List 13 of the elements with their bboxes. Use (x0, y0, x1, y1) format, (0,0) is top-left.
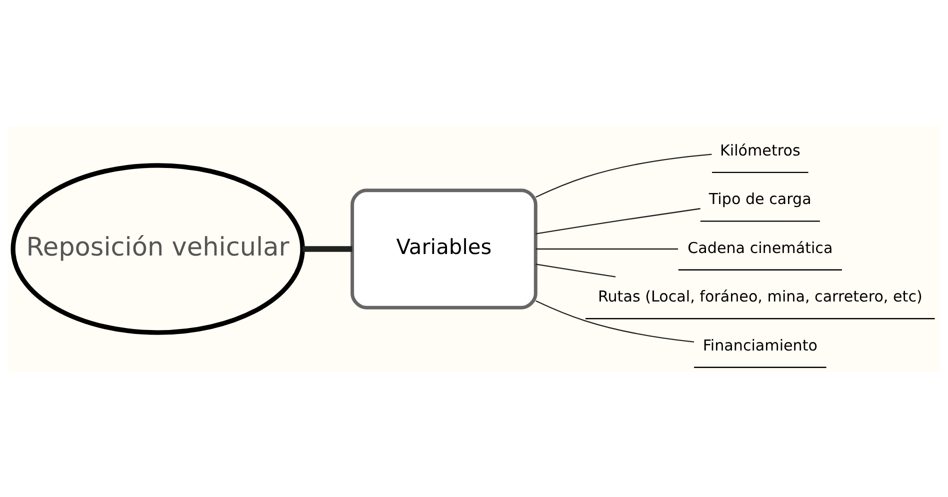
connector (536, 248, 678, 250)
node-box: Variables (350, 188, 538, 309)
connector (536, 153, 712, 198)
connector (536, 208, 700, 234)
node-ellipse: Reposición vehicular (10, 162, 305, 334)
connector (302, 246, 352, 252)
node-text: Kilómetros (720, 140, 800, 159)
node-text: Cadena cinemática (688, 238, 833, 256)
node-text: Tipo de carga (708, 190, 812, 208)
connector (536, 263, 616, 277)
connector (536, 300, 694, 342)
node-text: Rutas (Local, foráneo, mina, carretero, etc) (598, 287, 922, 306)
node-text: Financiamiento (702, 336, 818, 354)
